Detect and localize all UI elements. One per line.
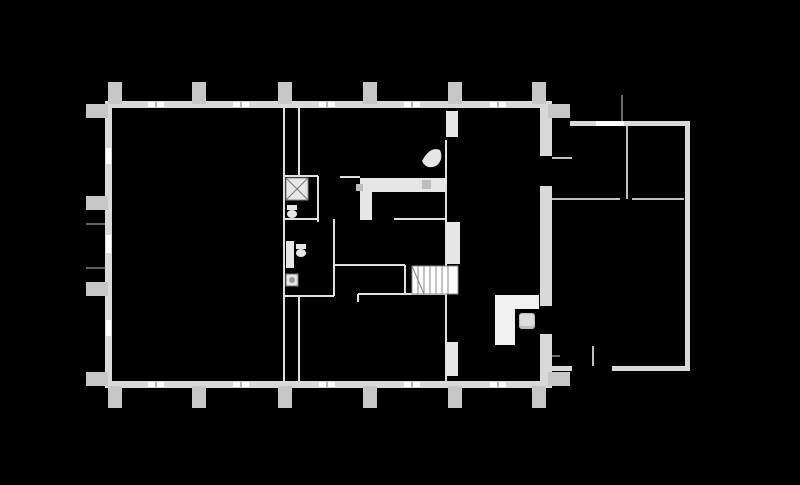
stairs-icon	[411, 265, 459, 295]
pier	[86, 104, 108, 118]
pier	[363, 82, 377, 104]
pier	[363, 386, 377, 408]
pier	[548, 104, 570, 118]
built-in-cabinets	[446, 111, 460, 376]
window	[106, 235, 111, 253]
interior-walls	[283, 108, 447, 381]
window	[596, 121, 624, 126]
pier	[192, 82, 206, 104]
shower-icon	[285, 177, 309, 201]
pier	[278, 82, 292, 104]
window	[106, 148, 111, 164]
pier	[86, 372, 108, 386]
toilet-icon	[287, 205, 297, 218]
pier	[448, 82, 462, 104]
window-mullions	[155, 102, 499, 387]
piers	[86, 82, 570, 408]
pier	[448, 386, 462, 408]
pier	[532, 386, 546, 408]
pier	[108, 82, 122, 104]
annex-ticks	[552, 95, 623, 357]
pier	[108, 386, 122, 408]
annex-partitions	[552, 126, 684, 366]
sink-icon	[285, 241, 299, 287]
window	[106, 320, 111, 336]
annex-walls	[552, 121, 690, 371]
toilet-icon	[296, 244, 306, 257]
pier	[532, 82, 546, 104]
pier	[548, 372, 570, 386]
desk-icon	[495, 295, 539, 345]
pier	[86, 196, 108, 210]
pier	[86, 282, 108, 296]
right-wall-middle	[540, 186, 552, 306]
pier	[278, 386, 292, 408]
bathtub-icon	[422, 149, 442, 168]
left-door-ticks	[86, 223, 106, 269]
kitchen-counter-icon	[356, 178, 446, 220]
exterior-walls	[105, 101, 552, 388]
chair-icon	[519, 313, 535, 329]
pier	[192, 386, 206, 408]
